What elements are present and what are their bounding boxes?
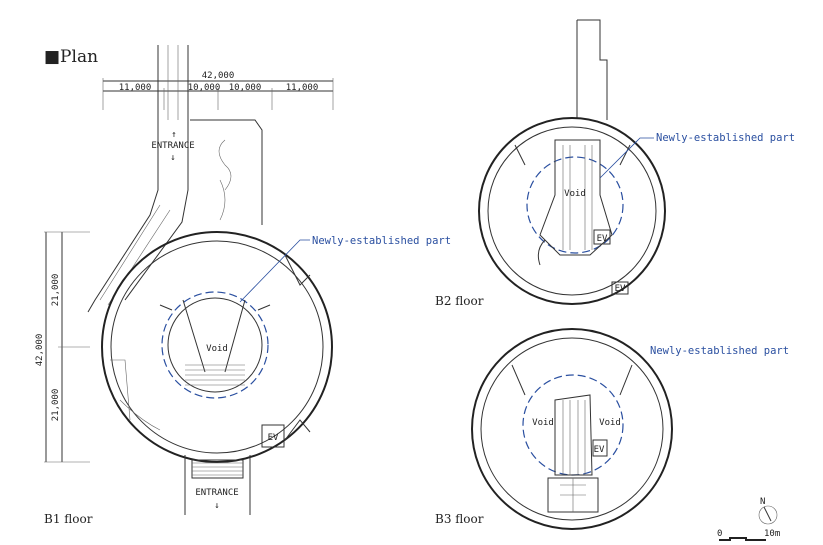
b2-ev-label-1: EV	[597, 234, 608, 244]
b3-void-label-2: Void	[599, 418, 621, 428]
b3-floor-label: B3 floor	[435, 512, 484, 526]
b2-void-label: Void	[564, 189, 586, 199]
b1-floor-plan: Void EV ↑ ENTRANCE ↓ ENTRANCE ↓ Newly-es…	[44, 45, 451, 526]
dim-total-v: 42,000	[35, 334, 45, 367]
b3-void-label-1: Void	[532, 418, 554, 428]
dim-seg-h-4: 11,000	[286, 83, 319, 93]
plan-title: ■Plan	[44, 47, 98, 67]
b1-floor-label: B1 floor	[44, 512, 93, 526]
north-arrow-icon: N	[758, 497, 778, 525]
b1-ev-label: EV	[268, 433, 279, 443]
b2-ev-label-2: EV	[615, 284, 626, 294]
b2-floor-label: B2 floor	[435, 294, 484, 308]
north-label: N	[760, 497, 765, 507]
b3-ev-label: EV	[594, 445, 605, 455]
scale-end: 10m	[764, 529, 780, 539]
b1-entrance-top-arrow: ↑	[171, 130, 176, 140]
scale-start: 0	[717, 529, 722, 539]
dim-seg-h-2: 10,000	[188, 83, 221, 93]
dim-total-h: 42,000	[202, 71, 235, 81]
dim-seg-h-3: 10,000	[229, 83, 262, 93]
b2-new-part-label: Newly-established part	[656, 132, 795, 144]
b2-floor-plan: Void EV EV Newly-established part B2 flo…	[435, 19, 795, 308]
b1-entrance-top-label: ENTRANCE	[151, 141, 194, 151]
dim-seg-h-1: 11,000	[119, 83, 152, 93]
b1-new-part-label: Newly-established part	[312, 235, 451, 247]
b1-void-label: Void	[206, 344, 228, 354]
dim-seg-v-2: 21,000	[51, 389, 61, 422]
b1-entrance-bottom-arrow: ↓	[214, 501, 219, 511]
b1-entrance-top-arrow-down: ↓	[170, 153, 175, 163]
b1-entrance-bottom-label: ENTRANCE	[195, 488, 238, 498]
b3-floor-plan: Void Void EV Newly-established part B3 f…	[435, 328, 789, 530]
dim-seg-v-1: 21,000	[51, 274, 61, 307]
vertical-dimension: 21,000 42,000 21,000	[35, 231, 90, 463]
scale-bar: 0 10m	[717, 529, 780, 541]
horizontal-dimension: 42,000 11,000 10,000 10,000 11,000	[102, 71, 334, 110]
b3-new-part-label: Newly-established part	[650, 345, 789, 357]
